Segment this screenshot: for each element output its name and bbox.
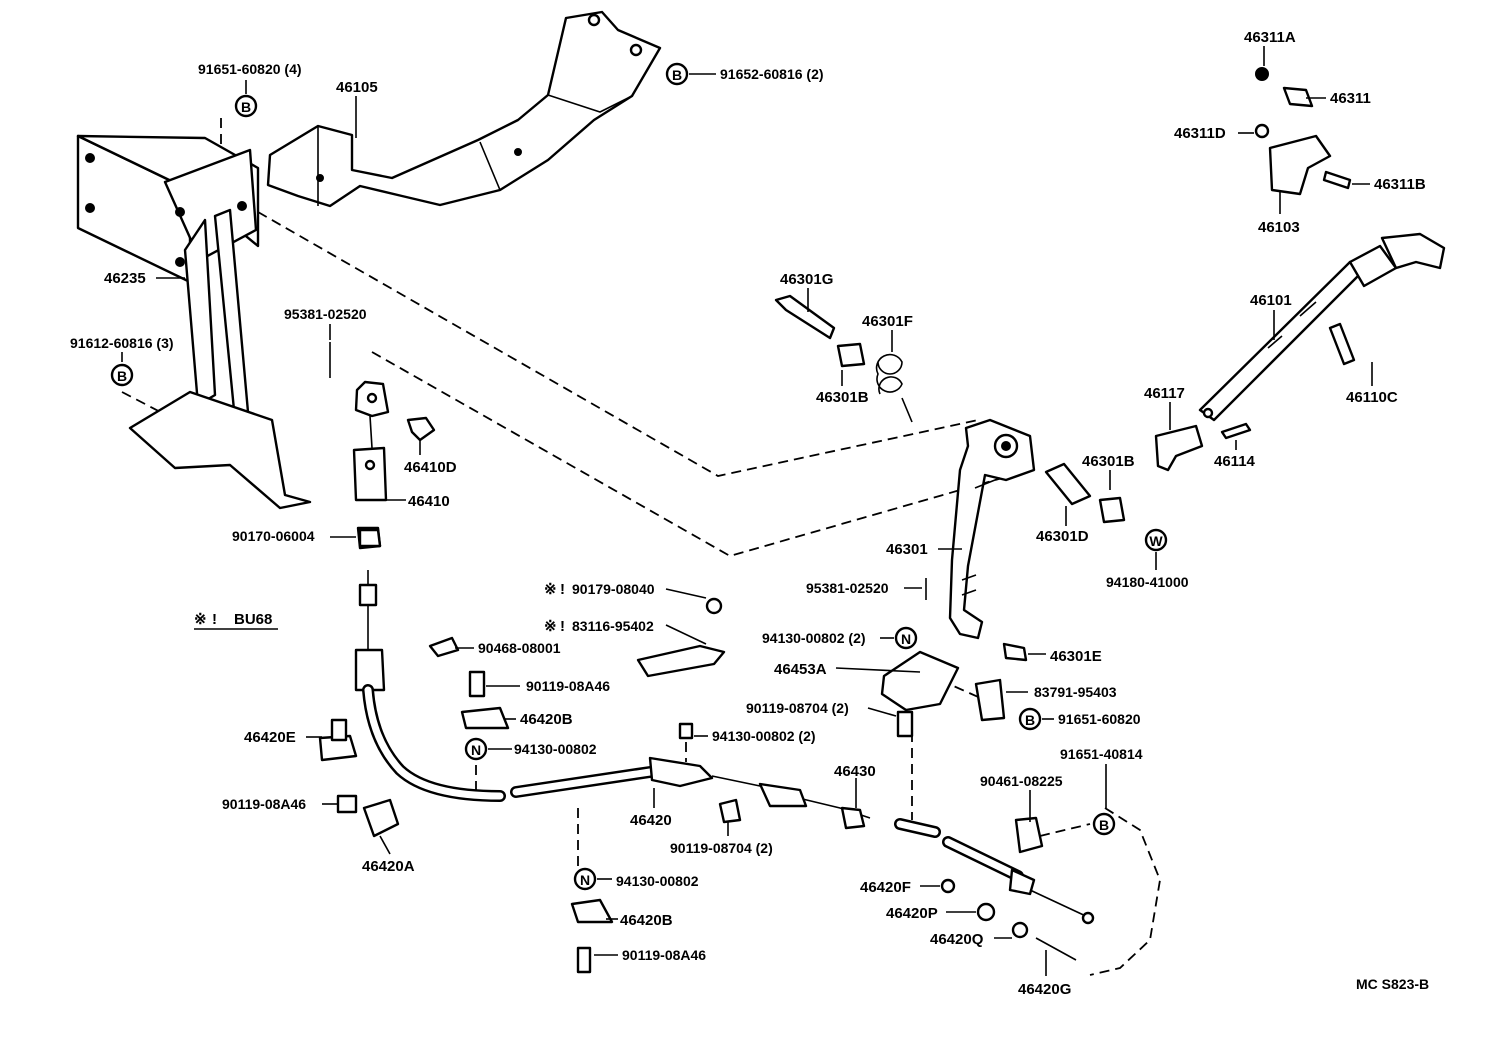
label-91651-40814: 91651-40814 (1060, 746, 1143, 762)
label-46420e: 46420E (244, 729, 296, 746)
label-83116-95402: 83116-95402 (572, 618, 654, 634)
label-46311d: 46311D (1174, 125, 1226, 142)
note-asterisk-83116: ※ ! 83116-95402 (544, 618, 654, 635)
label-90119-08a46-b: 90119-08A46 (222, 796, 306, 812)
label-91651-60820-4: 91651-60820 (4) (198, 61, 302, 77)
label-46301f: 46301F (862, 313, 913, 330)
label-bu68: BU68 (234, 611, 272, 628)
label-91652-60816-2: 91652-60816 (2) (720, 66, 824, 82)
label-46420a: 46420A (362, 858, 415, 875)
svg-text:N: N (580, 872, 590, 888)
label-46311: 46311 (1330, 90, 1371, 107)
label-90119-08a46-c: 90119-08A46 (622, 947, 706, 963)
svg-text:B: B (672, 67, 682, 83)
label-46103: 46103 (1258, 219, 1300, 236)
marker-b-icon: B (1018, 707, 1042, 731)
label-83791-95403: 83791-95403 (1034, 684, 1117, 700)
label-46311b: 46311B (1374, 176, 1426, 193)
label-90461-08225: 90461-08225 (980, 773, 1063, 789)
marker-w-icon: W (1144, 528, 1168, 552)
label-46453a: 46453A (774, 661, 827, 678)
marker-n-icon: N (894, 626, 918, 650)
label-90119-08704-2b: 90119-08704 (2) (670, 840, 773, 856)
leader-lines (121, 46, 1373, 976)
assembly-dashed-lines (121, 118, 1161, 976)
label-95381-02520-b: 95381-02520 (806, 580, 889, 596)
svg-text:N: N (901, 631, 911, 647)
marker-b-icon: B (665, 62, 689, 86)
svg-text:B: B (1099, 817, 1109, 833)
label-46235: 46235 (104, 270, 146, 287)
label-46420b-a: 46420B (520, 711, 573, 728)
circle-markers: B B B B B N N N W (110, 62, 1168, 891)
svg-text:W: W (1149, 533, 1163, 549)
label-46420g: 46420G (1018, 981, 1071, 998)
marker-b-icon: B (234, 94, 258, 118)
svg-text:B: B (1025, 712, 1035, 728)
svg-text:!: ! (560, 618, 565, 635)
svg-text:!: ! (212, 611, 217, 628)
label-91651-60820: 91651-60820 (1058, 711, 1141, 727)
label-46301e: 46301E (1050, 648, 1102, 665)
diagram-code: MC S823-B (1356, 976, 1429, 992)
label-46110c: 46110C (1346, 389, 1398, 406)
label-46410d: 46410D (404, 459, 457, 476)
label-94130-00802-a: 94130-00802 (514, 741, 597, 757)
part-cable-assembly (354, 570, 1095, 925)
svg-text:B: B (117, 368, 127, 384)
part-46105-bracket (266, 10, 662, 208)
part-46410-clevis-assembly (329, 342, 436, 550)
label-46105: 46105 (336, 79, 378, 96)
label-90179-08040: 90179-08040 (572, 581, 655, 597)
label-46301b-b: 46301B (1082, 453, 1135, 470)
label-46301b-a: 46301B (816, 389, 869, 406)
label-46114: 46114 (1214, 453, 1256, 470)
label-46117: 46117 (1144, 385, 1185, 402)
marker-b-icon: B (110, 363, 134, 387)
label-46420p: 46420P (886, 905, 938, 922)
note-asterisk-bu68: ※ ! BU68 (194, 611, 278, 630)
label-94130-00802-2b: 94130-00802 (2) (712, 728, 816, 744)
label-90119-08a46-a: 90119-08A46 (526, 678, 610, 694)
label-46420: 46420 (630, 812, 672, 829)
part-46301-lever (948, 418, 1036, 640)
label-95381-02520-a: 95381-02520 (284, 306, 367, 322)
label-94130-00802-2a: 94130-00802 (2) (762, 630, 866, 646)
label-46301g: 46301G (780, 271, 833, 288)
note-asterisk-90179: ※ ! 90179-08040 (544, 581, 655, 598)
label-46430: 46430 (834, 763, 876, 780)
part-labels: 91651-60820 (4) 46105 91652-60816 (2) 46… (70, 29, 1429, 998)
label-46101: 46101 (1250, 292, 1292, 309)
label-46301d: 46301D (1036, 528, 1089, 545)
label-90119-08704-2a: 90119-08704 (2) (746, 700, 849, 716)
svg-text:※: ※ (194, 611, 207, 628)
label-46311a: 46311A (1244, 29, 1296, 46)
label-46420q: 46420Q (930, 931, 984, 948)
label-46420b-b: 46420B (620, 912, 673, 929)
label-91612-60816-3: 91612-60816 (3) (70, 335, 174, 351)
part-46101-rod (1198, 232, 1446, 422)
marker-b-icon: B (1092, 812, 1116, 836)
label-94180-41000: 94180-41000 (1106, 574, 1189, 590)
label-90468-08001: 90468-08001 (478, 640, 561, 656)
svg-text:※: ※ (544, 581, 557, 598)
label-90170-06004: 90170-06004 (232, 528, 315, 544)
svg-text:N: N (471, 742, 481, 758)
marker-n-icon: N (573, 867, 597, 891)
label-46410: 46410 (408, 493, 450, 510)
svg-text:B: B (241, 99, 251, 115)
part-46235-mount-bracket (76, 134, 312, 510)
svg-text:!: ! (560, 581, 565, 598)
label-94130-00802-b: 94130-00802 (616, 873, 699, 889)
label-46420f: 46420F (860, 879, 911, 896)
svg-text:※: ※ (544, 618, 557, 635)
marker-n-icon: N (464, 737, 488, 761)
label-46301: 46301 (886, 541, 928, 558)
part-misc-small (318, 67, 1356, 974)
